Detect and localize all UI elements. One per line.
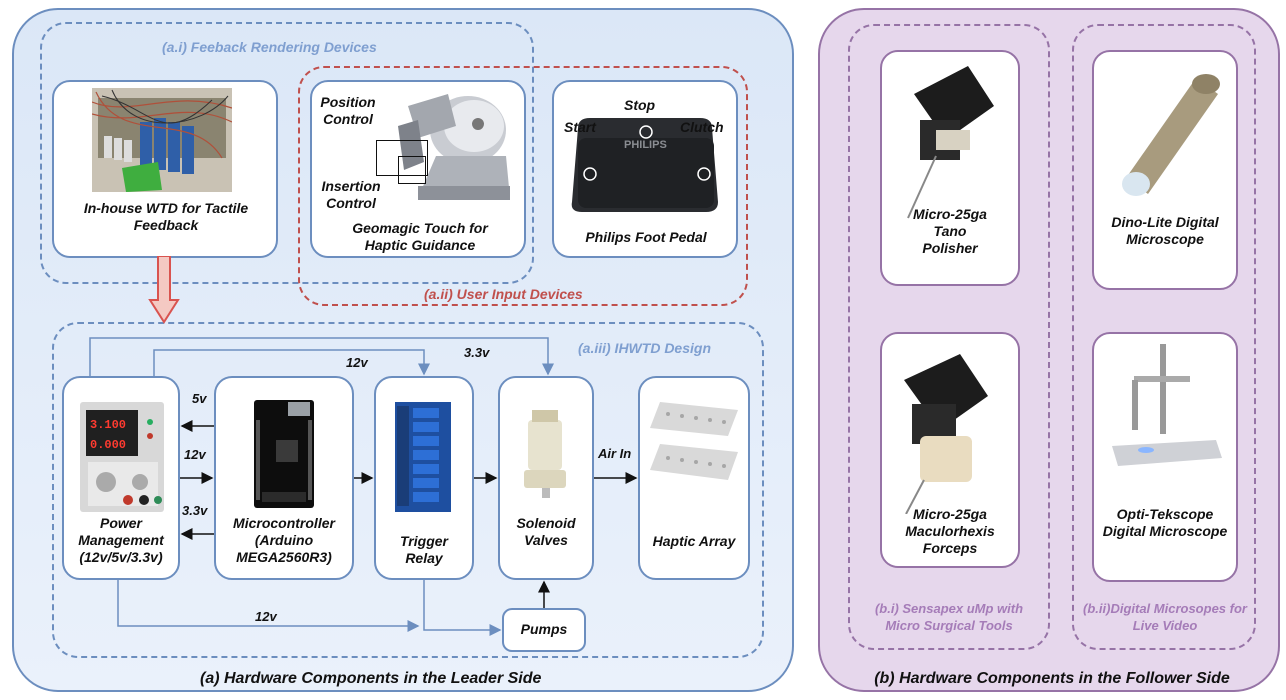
feedback-devices-group-label: (a.i) Feeback Rendering Devices <box>162 39 377 55</box>
wtd-label: In-house WTD for Tactile Feedback <box>83 200 249 233</box>
dino-lite-image <box>1122 74 1220 196</box>
wtd-photo <box>92 88 232 192</box>
power-management-label: Power Management (12v/5v/3.3v) <box>78 515 164 565</box>
psu-display-top: 3.100 <box>90 418 126 432</box>
microscopes-group <box>1072 24 1256 650</box>
tano-polisher-image <box>907 66 994 219</box>
geomagic-label: Geomagic Touch for Haptic Guidance <box>352 220 488 253</box>
pedal-stop-label: Stop <box>624 97 656 113</box>
wire-3v3-label: 3.3v <box>182 503 208 518</box>
relay-board-image <box>395 402 451 512</box>
wire-5v-label: 5v <box>192 391 207 406</box>
forceps-label: Micro-25ga Maculorhexis Forceps <box>905 506 995 556</box>
foot-pedal-device: PHILIPS <box>571 118 718 212</box>
pedal-brand-text: PHILIPS <box>624 139 667 151</box>
solenoid-valve-image <box>524 410 566 498</box>
solenoid-valves-label: Solenoid Valves <box>516 515 576 548</box>
trigger-relay-label: Trigger Relay <box>400 533 448 566</box>
microscopes-group-label: (b.ii)Digital Microsopes for Live Video <box>1083 601 1247 633</box>
position-control-box <box>376 140 428 176</box>
power-supply-image: 3.100 0.000 <box>80 402 164 512</box>
sensapex-group <box>848 24 1050 650</box>
follower-caption: (b) Hardware Components in the Follower … <box>874 670 1230 687</box>
geomagic-touch-device <box>398 94 510 200</box>
forceps-image <box>904 354 988 514</box>
leader-caption: (a) Hardware Components in the Leader Si… <box>200 670 542 687</box>
position-control-label: Position Control <box>320 94 376 127</box>
haptic-array-image <box>650 402 738 480</box>
feedback-devices-group <box>40 22 534 284</box>
insertion-control-box <box>398 156 426 184</box>
wire-3v3-top-label: 3.3v <box>464 345 490 360</box>
arduino-board-image <box>254 400 314 508</box>
air-in-label: Air In <box>598 446 632 461</box>
ihwtd-design-group <box>52 322 764 658</box>
pedal-start-label: Start <box>564 119 596 135</box>
microcontroller-label: Microcontroller (Arduino MEGA2560R3) <box>233 515 335 565</box>
haptic-array-label: Haptic Array <box>652 533 736 549</box>
pedal-label: Philips Foot Pedal <box>585 229 707 245</box>
sensapex-group-label: (b.i) Sensapex uMp with Micro Surgical T… <box>874 601 1024 633</box>
dino-lite-label: Dino-Lite Digital Microscope <box>1111 214 1219 247</box>
pumps-card <box>502 608 586 652</box>
opti-tekscope-image <box>1112 344 1222 466</box>
insertion-control-label: Insertion Control <box>321 178 381 211</box>
user-input-group <box>298 66 748 306</box>
user-input-group-label: (a.ii) User Input Devices <box>424 286 583 302</box>
pumps-label: Pumps <box>520 621 568 637</box>
pedal-clutch-label: Clutch <box>680 119 724 135</box>
wire-12v-top-label: 12v <box>346 355 368 370</box>
wire-12v-bottom-label: 12v <box>255 609 277 624</box>
psu-display-bottom: 0.000 <box>90 438 126 452</box>
ihwtd-design-group-label: (a.iii) IHWTD Design <box>578 340 711 356</box>
tano-polisher-label: Micro-25ga Tano Polisher <box>913 206 987 256</box>
down-arrow <box>148 256 180 324</box>
opti-tekscope-label: Opti-Tekscope Digital Microscope <box>1102 506 1228 539</box>
wire-12v-label: 12v <box>184 447 206 462</box>
